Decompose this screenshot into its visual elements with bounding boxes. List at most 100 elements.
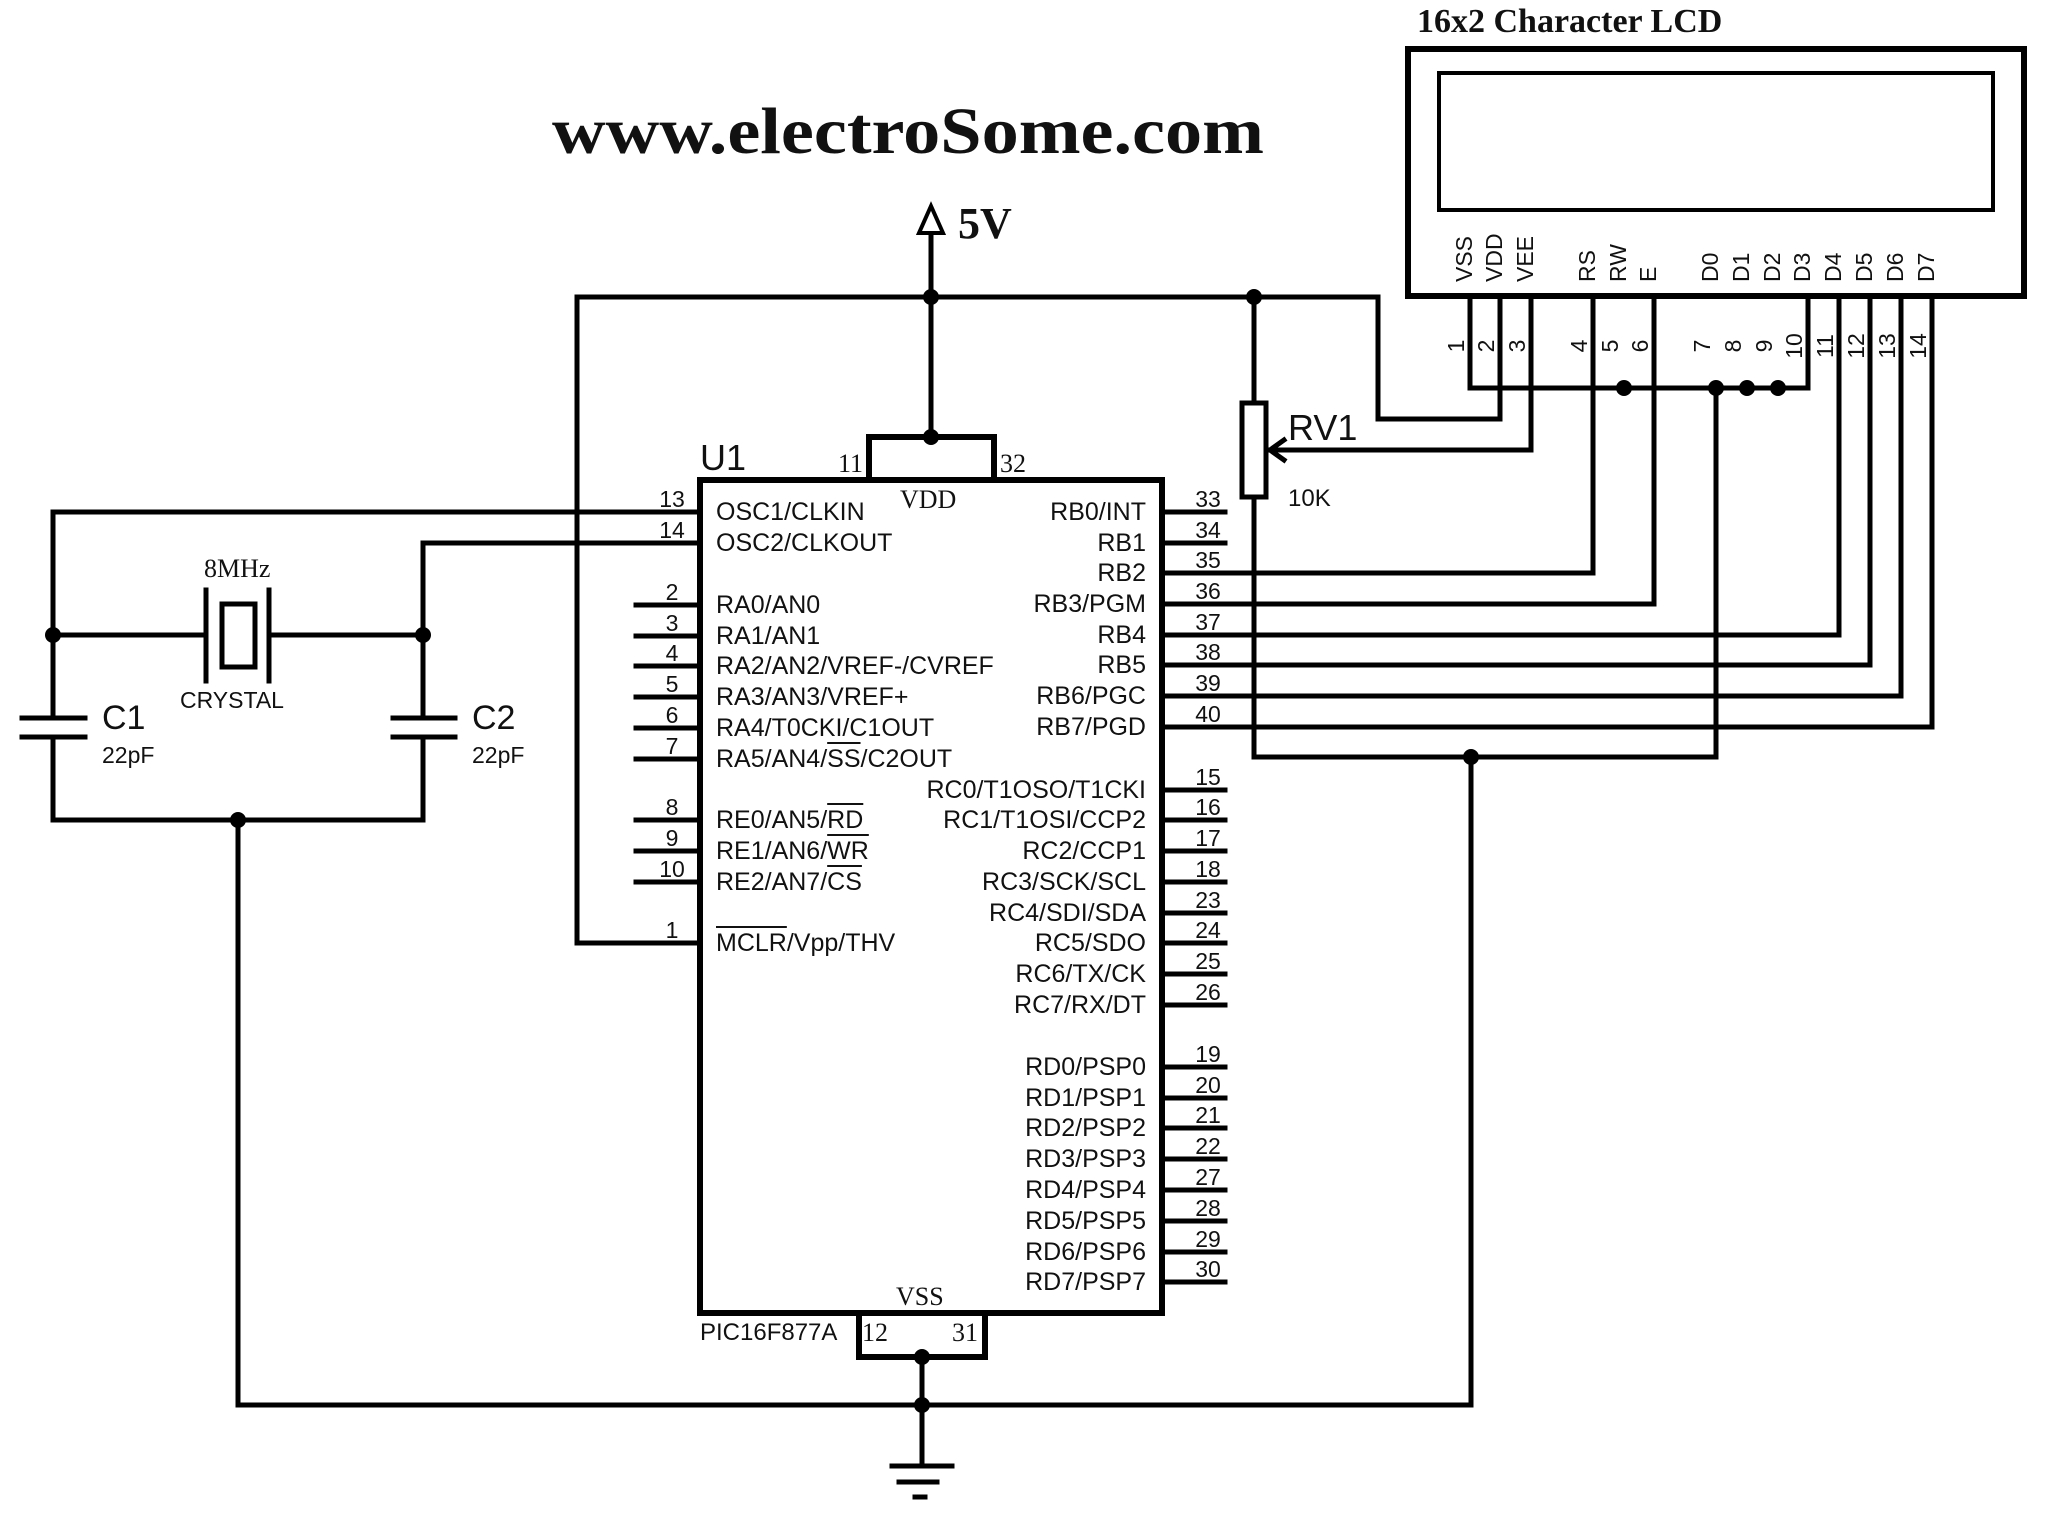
lcd-pin-e: E6 <box>1627 267 1661 353</box>
pin-number: 5 <box>666 671 679 697</box>
lcd-pin-number: 10 <box>1781 333 1807 359</box>
lcd-pin-label: VEE <box>1512 236 1538 282</box>
lcd-pin-label: E <box>1635 267 1661 282</box>
pin-label: RB6/PGC <box>1036 682 1146 710</box>
lcd-pin-label: D4 <box>1820 252 1846 282</box>
rb6-d6-wire <box>1222 293 1904 699</box>
pin-number: 20 <box>1195 1072 1221 1098</box>
pin-number: 37 <box>1195 609 1221 635</box>
lcd-pin-label: VDD <box>1481 233 1507 282</box>
pin-number: 27 <box>1195 1164 1221 1190</box>
lcd-pin-number: 14 <box>1905 333 1931 359</box>
pin-label: RD0/PSP0 <box>1025 1053 1146 1081</box>
osc2-wire <box>420 540 703 721</box>
junction-dot <box>914 1349 930 1365</box>
pin-number: 25 <box>1195 948 1221 974</box>
pin-number: 21 <box>1195 1102 1221 1128</box>
potentiometer-icon <box>1239 400 1269 500</box>
vdd-pin-32: 32 <box>1000 449 1026 478</box>
pin-label: RD5/PSP5 <box>1025 1207 1146 1235</box>
lcd-pin-label: VSS <box>1451 236 1477 282</box>
mcu-pin-20: 20 RD1/PSP1 <box>1025 1072 1228 1112</box>
mcu-part-number: PIC16F877A <box>700 1319 837 1346</box>
pin-number: 36 <box>1195 578 1221 604</box>
pin-label: RD1/PSP1 <box>1025 1084 1146 1112</box>
rb2-rs-wire <box>1222 293 1596 576</box>
mcu-body <box>697 477 1165 1316</box>
pot-ground-wire <box>1251 494 1719 760</box>
mcu-pin-36: 36 RB3/PGM <box>1033 578 1228 618</box>
pin-label: OSC2/CLKOUT <box>716 529 892 557</box>
junction-dot <box>1739 380 1755 396</box>
pin-number: 2 <box>666 579 679 605</box>
pin-number: 8 <box>666 794 679 820</box>
lcd-data-wires <box>1222 293 1935 730</box>
lcd-pin-label: RS <box>1574 250 1600 282</box>
potentiometer-rv1: RV1 10K <box>1239 293 1719 765</box>
lcd-pin-number: 2 <box>1473 340 1499 353</box>
mcu-right-pins: 33RB0/INT34RB135RB236RB3/PGM37RB438RB539… <box>927 486 1228 1296</box>
lcd-pin-d1: D18 <box>1720 253 1754 353</box>
pin-label: RA3/AN3/VREF+ <box>716 683 908 711</box>
lcd-pin-d0: D07 <box>1689 253 1723 353</box>
pin-label: RB5 <box>1097 651 1146 679</box>
lcd-pin-number: 7 <box>1689 340 1715 353</box>
c1-value: 22pF <box>102 742 154 768</box>
pin-number: 15 <box>1195 764 1221 790</box>
pin-label: RC2/CCP1 <box>1022 837 1146 865</box>
vss-pin-12: 12 <box>862 1318 888 1347</box>
vdd-pin-11: 11 <box>838 449 863 478</box>
pin-number: 28 <box>1195 1195 1221 1221</box>
junction-dot <box>415 627 431 643</box>
pin-label: RE2/AN7/CS <box>716 868 862 896</box>
pin-label: RB1 <box>1097 529 1146 557</box>
rb4-d4-wire <box>1222 293 1842 638</box>
pin-label: RB7/PGD <box>1036 713 1146 741</box>
rb3-e-wire <box>1222 293 1657 607</box>
lcd-pins: VSS1VDD2VEE3RS4RW5E6D07D18D29D310D411D51… <box>1443 233 1939 358</box>
pin-label: RB3/PGM <box>1033 590 1146 618</box>
crystal-frequency: 8MHz <box>204 554 270 583</box>
lcd-pin-number: 13 <box>1874 333 1900 359</box>
lcd-pin-label: RW <box>1605 244 1631 282</box>
pin-number: 22 <box>1195 1133 1221 1159</box>
pin-label: RA4/T0CKI/C1OUT <box>716 714 934 742</box>
mcu-pin-5: 5 RA3/AN3/VREF+ <box>633 671 908 711</box>
junction-dot <box>914 1397 930 1413</box>
mcu-pin-10: 10 RE2/AN7/CS <box>633 856 862 896</box>
lcd-pin-label: D1 <box>1728 253 1754 282</box>
pin-label: RD6/PSP6 <box>1025 1238 1146 1266</box>
pin-number: 3 <box>666 610 679 636</box>
pin-number: 10 <box>659 856 685 882</box>
lcd-ground-bus <box>1467 293 1811 391</box>
pin-number: 9 <box>666 825 679 851</box>
c1-ref: C1 <box>102 699 145 737</box>
mcu-pin-21: 21 RD2/PSP2 <box>1025 1102 1228 1142</box>
pin-number: 4 <box>666 640 679 666</box>
pin-number: 34 <box>1195 517 1221 543</box>
pin-label: RD2/PSP2 <box>1025 1114 1146 1142</box>
rb5-d5-wire <box>1222 293 1873 668</box>
pin-number: 18 <box>1195 856 1221 882</box>
c2-value: 22pF <box>472 742 524 768</box>
website-title: www.electroSome.com <box>552 95 1264 168</box>
pin-label: RB4 <box>1097 621 1146 649</box>
pin-label: RA2/AN2/VREF-/CVREF <box>716 652 994 680</box>
